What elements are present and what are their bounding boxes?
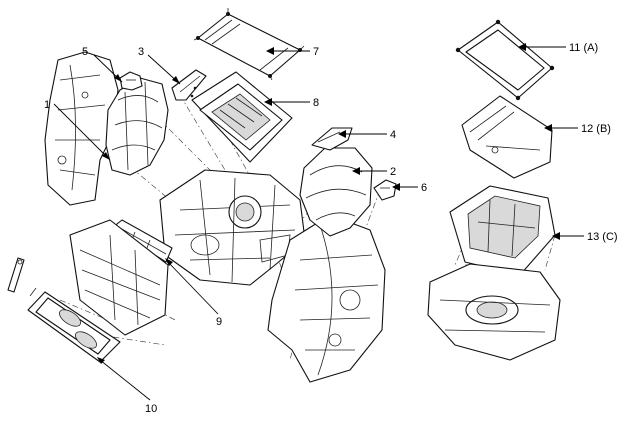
part-6-clip [373,179,397,201]
callout-9: 9 [216,316,222,328]
part-5-bracket [119,71,143,91]
callout-2: 2 [390,166,396,178]
part-2-wheelhouse [299,147,373,237]
callout-4: 4 [390,129,396,141]
part-7-cargo-net [193,8,305,81]
left-side-panel [44,51,119,206]
part-3-gusset [171,69,207,101]
right-quarter-panel [267,214,386,383]
callout-13: 13 (C) [587,231,618,243]
rear-lower-panel [69,219,169,336]
callout-10: 10 [145,403,157,415]
callout-11: 11 (A) [569,42,598,54]
callout-7: 7 [313,46,319,58]
callout-5: 5 [82,46,88,58]
part-8-floor-tray [191,71,293,163]
callout-3: 3 [138,46,144,58]
part-13-under-tray [449,185,556,276]
callout-8: 8 [313,97,319,109]
callout-1: 1 [44,99,50,111]
strut [7,257,25,293]
right-lower-floor [427,263,561,361]
part-12-floor-board [461,95,553,179]
callout-leaders [53,43,584,401]
callout-12: 12 (B) [581,123,611,135]
part-11-net [455,19,555,101]
callout-labels: 1 2 3 4 5 6 7 8 9 10 11 (A) 12 (B) 13 (C… [44,42,618,415]
part-10-under-panel [27,287,121,363]
callout-6: 6 [421,182,427,194]
